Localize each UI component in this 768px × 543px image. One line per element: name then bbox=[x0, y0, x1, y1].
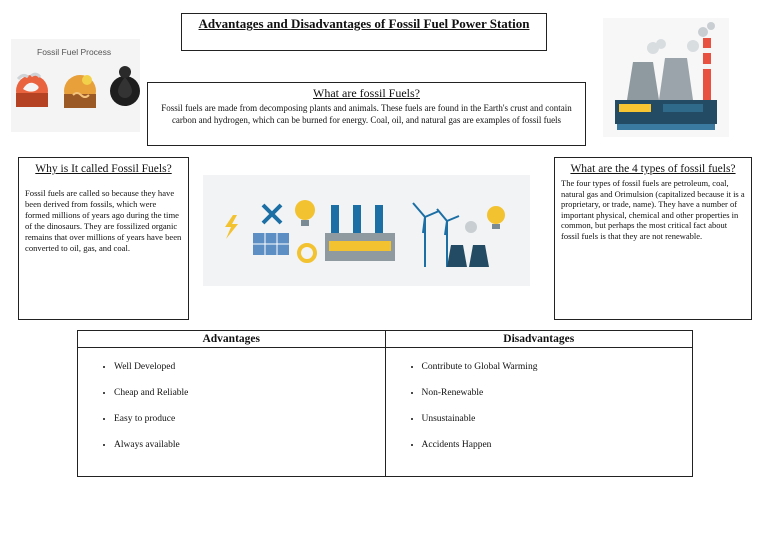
lightning-icon bbox=[225, 215, 238, 239]
advantage-item: Cheap and Reliable bbox=[114, 386, 385, 412]
fossil-process-label: Fossil Fuel Process bbox=[37, 47, 111, 57]
what-are-fossil-fuels-box: What are fossil Fuels? Fossil fuels are … bbox=[147, 82, 586, 146]
disadvantage-item: Unsustainable bbox=[422, 412, 693, 438]
advantages-disadvantages-table: Advantages Well Developed Cheap and Reli… bbox=[77, 330, 693, 477]
advantage-item: Well Developed bbox=[114, 360, 385, 386]
dinosaur-circle-icon bbox=[16, 72, 48, 107]
advantage-item: Easy to produce bbox=[114, 412, 385, 438]
bulb-right-icon bbox=[487, 206, 505, 229]
disadvantages-heading: Disadvantages bbox=[385, 331, 692, 348]
disadvantages-column: Disadvantages Contribute to Global Warmi… bbox=[384, 331, 693, 476]
what-body: Fossil fuels are made from decomposing p… bbox=[161, 103, 572, 125]
wind-turbine-icon bbox=[412, 202, 460, 267]
why-called-fossil-fuels-box: Why is It called Fossil Fuels? Fossil fu… bbox=[18, 157, 189, 320]
advantages-list: Well Developed Cheap and Reliable Easy t… bbox=[78, 348, 385, 464]
power-plant-image bbox=[603, 18, 729, 137]
advantages-heading: Advantages bbox=[78, 331, 385, 348]
tools-icon bbox=[261, 203, 283, 225]
four-types-box: What are the 4 types of fossil fuels? Th… bbox=[554, 157, 752, 320]
factory-icon bbox=[325, 205, 395, 261]
disadvantage-item: Accidents Happen bbox=[422, 438, 693, 464]
solar-panel-icon bbox=[253, 233, 289, 255]
why-body: Fossil fuels are called so because they … bbox=[25, 188, 182, 253]
page-title: Advantages and Disadvantages of Fossil F… bbox=[181, 13, 547, 51]
factory-icon bbox=[615, 22, 717, 130]
sun-layers-circle-icon bbox=[64, 75, 96, 108]
disadvantage-item: Contribute to Global Warming bbox=[422, 360, 693, 386]
what-heading: What are fossil Fuels? bbox=[313, 86, 420, 100]
disadvantage-item: Non-Renewable bbox=[422, 386, 693, 412]
why-heading: Why is It called Fossil Fuels? bbox=[35, 163, 172, 175]
advantage-item: Always available bbox=[114, 438, 385, 464]
gear-icon bbox=[297, 243, 317, 263]
energy-sources-image bbox=[203, 175, 530, 286]
nuclear-plant-icon bbox=[447, 221, 489, 267]
types-body: The four types of fossil fuels are petro… bbox=[561, 178, 745, 241]
types-heading: What are the 4 types of fossil fuels? bbox=[570, 163, 736, 175]
oil-drop-circle-icon bbox=[110, 66, 140, 106]
lightbulb-icon bbox=[295, 200, 315, 226]
advantages-column: Advantages Well Developed Cheap and Reli… bbox=[78, 331, 385, 476]
page-title-text: Advantages and Disadvantages of Fossil F… bbox=[198, 16, 530, 31]
fossil-fuel-process-image: Fossil Fuel Process bbox=[11, 39, 140, 132]
disadvantages-list: Contribute to Global Warming Non-Renewab… bbox=[386, 348, 693, 464]
